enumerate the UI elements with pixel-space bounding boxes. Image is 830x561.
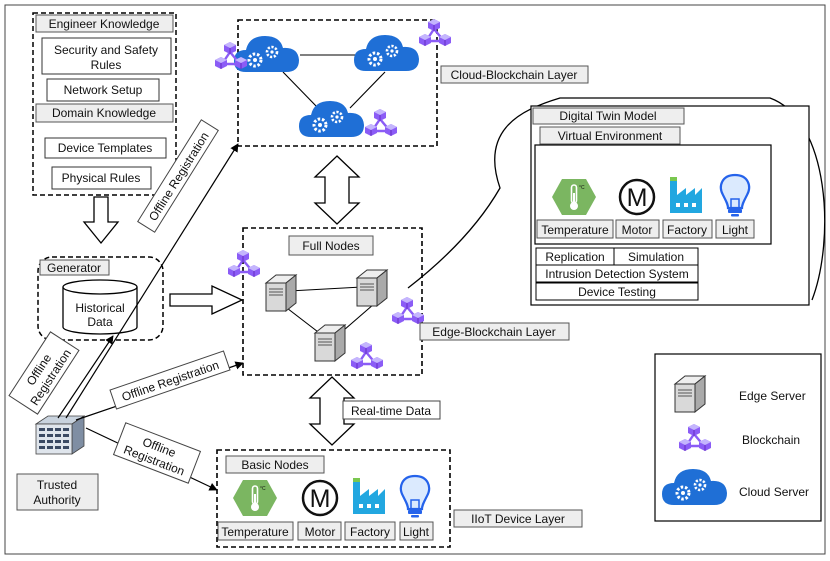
physical-rules-label: Physical Rules — [62, 171, 141, 185]
digital-twin-model: Digital Twin Model Virtual Environment M… — [407, 97, 826, 306]
edge-layer-label: Edge-Blockchain Layer — [432, 325, 555, 339]
iot-layer-tag — [453, 509, 583, 528]
network-setup-label: Network Setup — [64, 83, 143, 97]
blockchain-icon — [226, 248, 262, 279]
device-templates-label: Device Templates — [58, 141, 153, 155]
edge-layer-tag — [419, 322, 570, 341]
generator-label: Generator — [47, 261, 101, 275]
motor-glyph: M — [627, 184, 648, 212]
legend-edge-server-label: Edge Server — [739, 389, 806, 403]
cloud-layer-label: Cloud-Blockchain Layer — [451, 68, 578, 82]
light-bulb-icon — [399, 474, 431, 519]
twin-device-label-light: Light — [722, 223, 749, 237]
registration-arrow-generator — [57, 335, 114, 419]
figure-frame — [4, 4, 826, 555]
digital-twin-title: Digital Twin Model — [559, 109, 656, 123]
intrusion-detection-label: Intrusion Detection System — [545, 267, 688, 281]
simulation-label: Simulation — [628, 250, 684, 264]
blockchain-icon — [417, 17, 453, 48]
edge-server-icon — [674, 375, 706, 413]
trusted-authority-label-line2: Authority — [33, 493, 80, 507]
motor-glyph: M — [310, 485, 331, 513]
iot-device-label-temperature: Temperature — [221, 525, 289, 539]
generator-to-edge-arrow — [169, 284, 244, 316]
legend-cloud-server-label: Cloud Server — [739, 485, 809, 499]
device-testing-label: Device Testing — [578, 285, 656, 299]
trusted-authority-server — [34, 415, 86, 455]
knowledge-panel: Engineer Knowledge Security and Safety R… — [32, 12, 177, 196]
edge-blockchain-layer: Full Nodes — [226, 227, 426, 376]
edge-server-icon — [314, 324, 346, 362]
blockchain-icon — [390, 295, 426, 326]
security-rules-label-line2: Rules — [91, 58, 122, 72]
realtime-data-label: Real-time Data — [351, 404, 431, 418]
twin-device-label-factory: Factory — [667, 223, 707, 237]
iot-device-label-motor: Motor — [305, 525, 336, 539]
historical-data-label-line2: Data — [87, 315, 113, 329]
offline-registration-iot-tag: Offline Registration — [112, 422, 202, 484]
cloud-server-icon — [352, 33, 421, 73]
temperature-icon — [232, 479, 278, 517]
historical-data-label-line1: Historical — [75, 301, 124, 315]
cloud-blockchain-layer — [213, 17, 453, 147]
blockchain-icon — [363, 107, 399, 138]
knowledge-to-generator-arrow — [82, 196, 120, 245]
cloud-layer-tag — [440, 65, 589, 84]
historical-data-cylinder — [62, 279, 138, 335]
edge-server-icon — [356, 269, 388, 307]
cloud-edge-double-arrow — [313, 155, 361, 225]
iot-device-label-light: Light — [403, 525, 430, 539]
registration-arrow-cloud — [65, 143, 239, 419]
realtime-data-tag — [342, 400, 441, 420]
domain-knowledge-label: Domain Knowledge — [52, 106, 156, 120]
basic-nodes-label: Basic Nodes — [241, 458, 308, 472]
engineer-knowledge-label: Engineer Knowledge — [49, 17, 160, 31]
virtual-environment-label: Virtual Environment — [558, 129, 663, 143]
iot-device-label-factory: Factory — [350, 525, 390, 539]
replication-label: Replication — [545, 250, 604, 264]
full-nodes-label: Full Nodes — [302, 239, 359, 253]
edge-server-icon — [265, 274, 297, 312]
blockchain-icon — [349, 340, 385, 371]
offline-registration-edge-tag: Offline Registration — [109, 350, 231, 410]
generator-panel: Generator Historical Data — [37, 256, 164, 341]
trusted-authority-label-line1: Trusted — [37, 478, 77, 492]
security-rules-label-line1: Security and Safety — [54, 43, 158, 57]
factory-icon — [353, 478, 385, 514]
trusted-authority-box — [16, 473, 99, 511]
legend: Edge Server Blockchain Cloud Server — [654, 353, 822, 522]
legend-blockchain-label: Blockchain — [742, 433, 800, 447]
twin-device-label-temperature: Temperature — [541, 223, 609, 237]
iot-layer-label: IIoT Device Layer — [471, 512, 565, 526]
twin-device-label-motor: Motor — [622, 223, 653, 237]
iiot-device-layer: Basic Nodes M Temperature Motor Factory … — [216, 449, 451, 548]
cloud-server-icon — [297, 99, 366, 139]
edge-iot-double-arrow — [308, 376, 356, 446]
